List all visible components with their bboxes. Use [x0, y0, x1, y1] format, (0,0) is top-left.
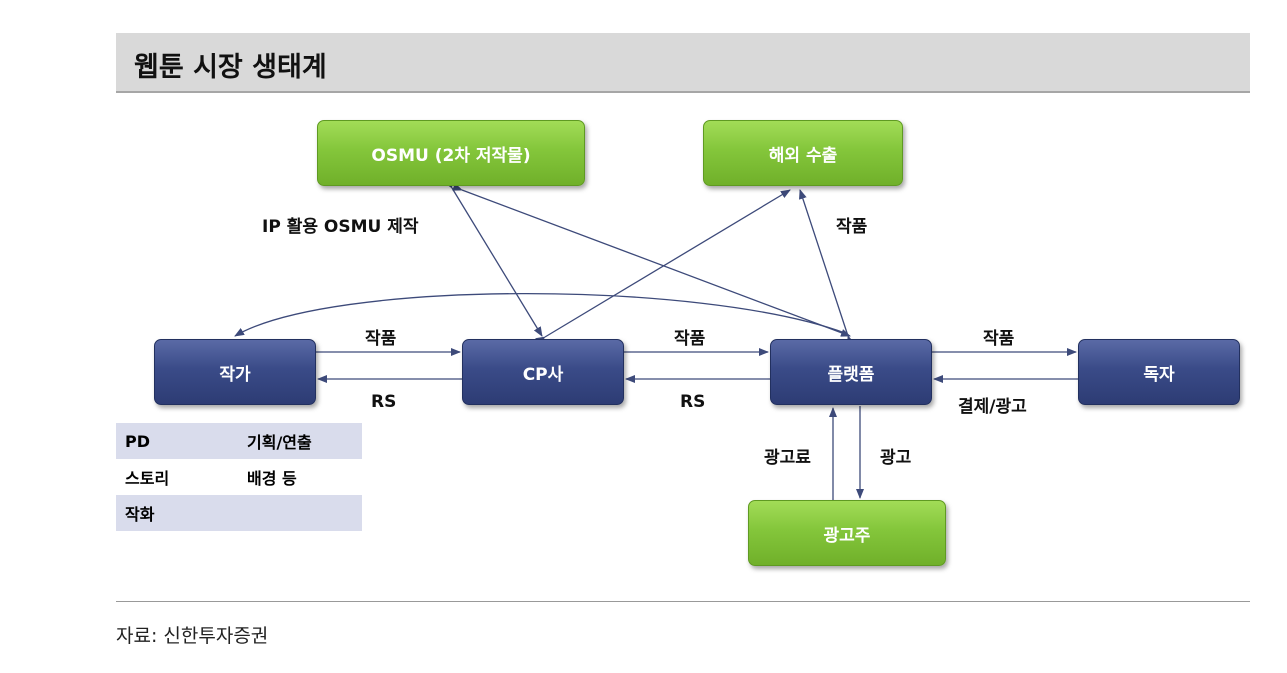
node-author: 작가 [154, 339, 316, 405]
node-advertiser: 광고주 [748, 500, 946, 566]
label-overseas-work: 작품 [836, 217, 868, 237]
label-cp-platform-work: 작품 [674, 329, 706, 349]
label-reader-platform-pay: 결제/광고 [958, 397, 1027, 417]
table-cell: 작화 [116, 495, 238, 531]
arrow-platform-to-overseas [799, 189, 855, 346]
page-title: 웹툰 시장 생태계 [134, 52, 327, 83]
label-platform-cp-rs: RS [680, 392, 706, 412]
arrow-cp-to-overseas [535, 189, 791, 346]
table-cell: PD [116, 423, 238, 459]
label-cp-author-rs: RS [371, 392, 397, 412]
header-band: 웹툰 시장 생태계 [116, 33, 1250, 93]
source-divider [116, 601, 1250, 602]
table-row: PD 기획/연출 [116, 423, 362, 459]
label-ad: 광고 [880, 448, 912, 468]
label-author-cp-work: 작품 [365, 329, 397, 349]
table-cell: 배경 등 [247, 469, 297, 488]
node-osmu: OSMU (2차 저작물) [317, 120, 585, 186]
node-overseas-export: 해외 수출 [703, 120, 903, 186]
table-cell: 스토리 [125, 469, 170, 488]
arrow-osmu-to-platform [452, 183, 851, 337]
table-row: 작화 [116, 495, 362, 531]
label-ip-osmu: IP 활용 OSMU 제작 [262, 217, 419, 237]
table-row: 스토리 배경 등 [116, 459, 362, 495]
label-platform-reader-work: 작품 [983, 329, 1015, 349]
node-cp: CP사 [462, 339, 624, 405]
roles-table: PD 기획/연출 스토리 배경 등 작화 [116, 423, 362, 531]
node-reader: 독자 [1078, 339, 1240, 405]
node-platform: 플랫폼 [770, 339, 932, 405]
table-cell [238, 495, 362, 531]
source-note: 자료: 신한투자증권 [116, 625, 269, 647]
table-cell: 기획/연출 [238, 423, 362, 459]
arrow-osmu-to-cp [443, 178, 543, 337]
label-ad-fee: 광고료 [764, 448, 811, 468]
